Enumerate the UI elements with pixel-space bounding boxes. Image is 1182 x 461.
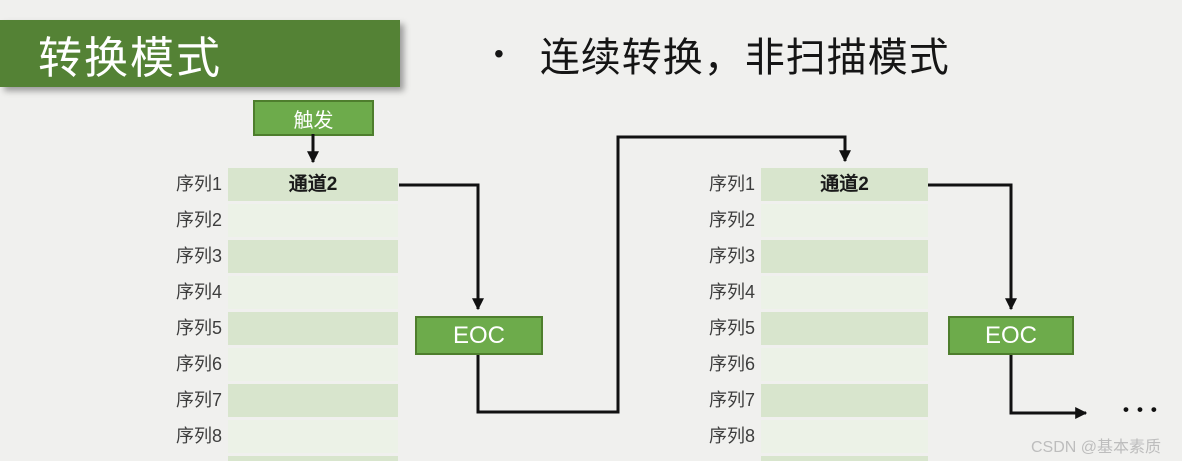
eoc-label: EOC — [984, 321, 1037, 349]
arrow-seq1-to-eoc-left — [399, 183, 484, 311]
bullet-text: 连续转换，非扫描模式 — [539, 36, 950, 80]
seq-label: 序列5 — [708, 318, 755, 338]
table-cell — [228, 240, 398, 273]
seq-label: 序列5 — [175, 318, 222, 338]
seq-label: 序列2 — [175, 210, 222, 230]
table-cell — [228, 420, 398, 453]
trigger-box: 触发 — [253, 100, 374, 136]
seq-label: 序列3 — [175, 246, 222, 266]
arrow-seq1-right-to-eoc-right — [928, 183, 1017, 311]
seq-label: 序列6 — [175, 354, 222, 374]
table-cell — [228, 312, 398, 345]
table-row-partial — [761, 456, 928, 461]
seq-label: 序列8 — [708, 426, 755, 446]
title-banner: 转换模式 — [0, 20, 400, 87]
table-cell — [228, 204, 398, 237]
table-cell — [761, 348, 928, 381]
seq-label: 序列1 — [175, 174, 222, 194]
arrow-eoc-right-to-continue — [1009, 355, 1088, 419]
table-cell — [228, 384, 398, 417]
table-cell: 通道2 — [228, 168, 398, 201]
eoc-label: EOC — [452, 321, 505, 349]
trigger-label: 触发 — [293, 109, 334, 132]
seq-label: 序列7 — [708, 390, 755, 410]
seq-label: 序列6 — [708, 354, 755, 374]
table-cell — [761, 384, 928, 417]
page-title: 转换模式 — [38, 33, 222, 83]
watermark: CSDN @基本素质 — [1031, 439, 1162, 456]
table-cell — [761, 276, 928, 309]
table-cell — [761, 204, 928, 237]
bullet-icon: • — [494, 38, 504, 69]
table-cell — [761, 420, 928, 453]
table-cell — [761, 312, 928, 345]
eoc-box-left: EOC — [415, 316, 543, 355]
table-row-partial — [228, 456, 398, 461]
table-cell — [228, 348, 398, 381]
table-cell — [228, 276, 398, 309]
seq-label: 序列7 — [175, 390, 222, 410]
seq-label: 序列8 — [175, 426, 222, 446]
seq-label: 序列2 — [708, 210, 755, 230]
eoc-box-right: EOC — [948, 316, 1074, 355]
table-cell: 通道2 — [761, 168, 928, 201]
table-cell — [761, 240, 928, 273]
continuation-ellipsis: ••• — [1123, 400, 1165, 419]
seq-label: 序列4 — [708, 282, 755, 302]
seq-label: 序列4 — [175, 282, 222, 302]
bullet-line: • 连续转换，非扫描模式 — [494, 28, 950, 80]
seq-label: 序列3 — [708, 246, 755, 266]
seq-label: 序列1 — [708, 174, 755, 194]
